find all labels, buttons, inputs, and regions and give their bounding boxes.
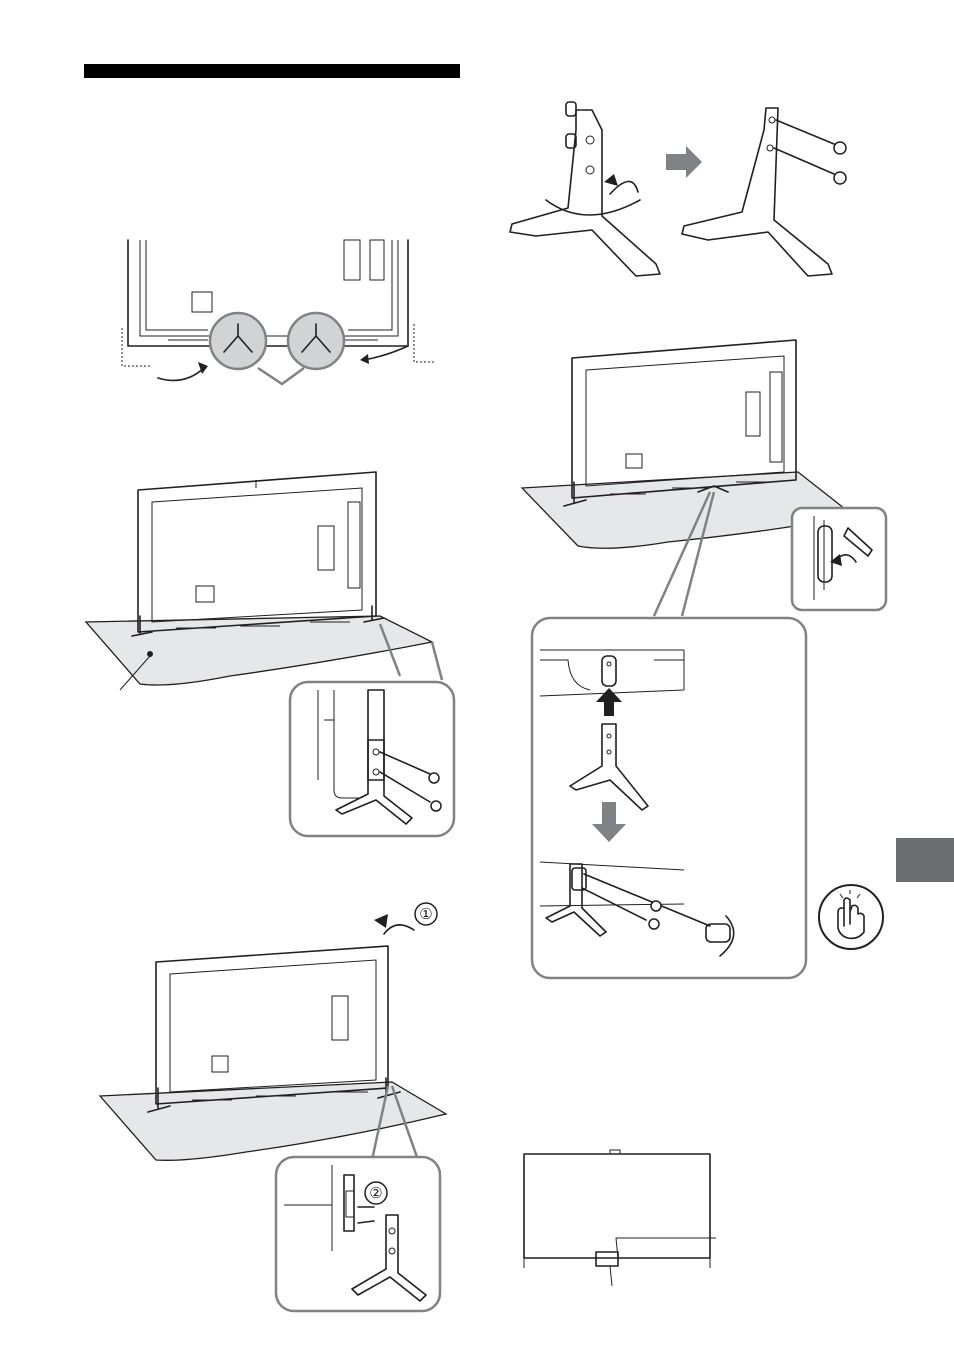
tv-front-illustration — [520, 1148, 730, 1288]
tv-on-shelf-illustration — [80, 466, 460, 706]
chapter-side-tab — [896, 838, 954, 882]
step-marker-2: ② — [369, 1185, 382, 1202]
stand-screw-callout — [288, 680, 458, 840]
section-header-bar — [84, 64, 460, 78]
stand-attach-callout: ② — [274, 1155, 444, 1315]
rotate-tv-illustration: ① — [96, 898, 446, 1168]
stand-mount-callout — [530, 616, 810, 982]
tv-back-stand-position-illustration — [108, 236, 438, 396]
cable-cover-callout — [790, 506, 888, 612]
careful-hand-icon — [816, 882, 886, 952]
step-marker-1: ① — [419, 906, 432, 923]
stand-rotate-illustration — [506, 100, 706, 290]
stand-screws-illustration — [678, 100, 888, 290]
